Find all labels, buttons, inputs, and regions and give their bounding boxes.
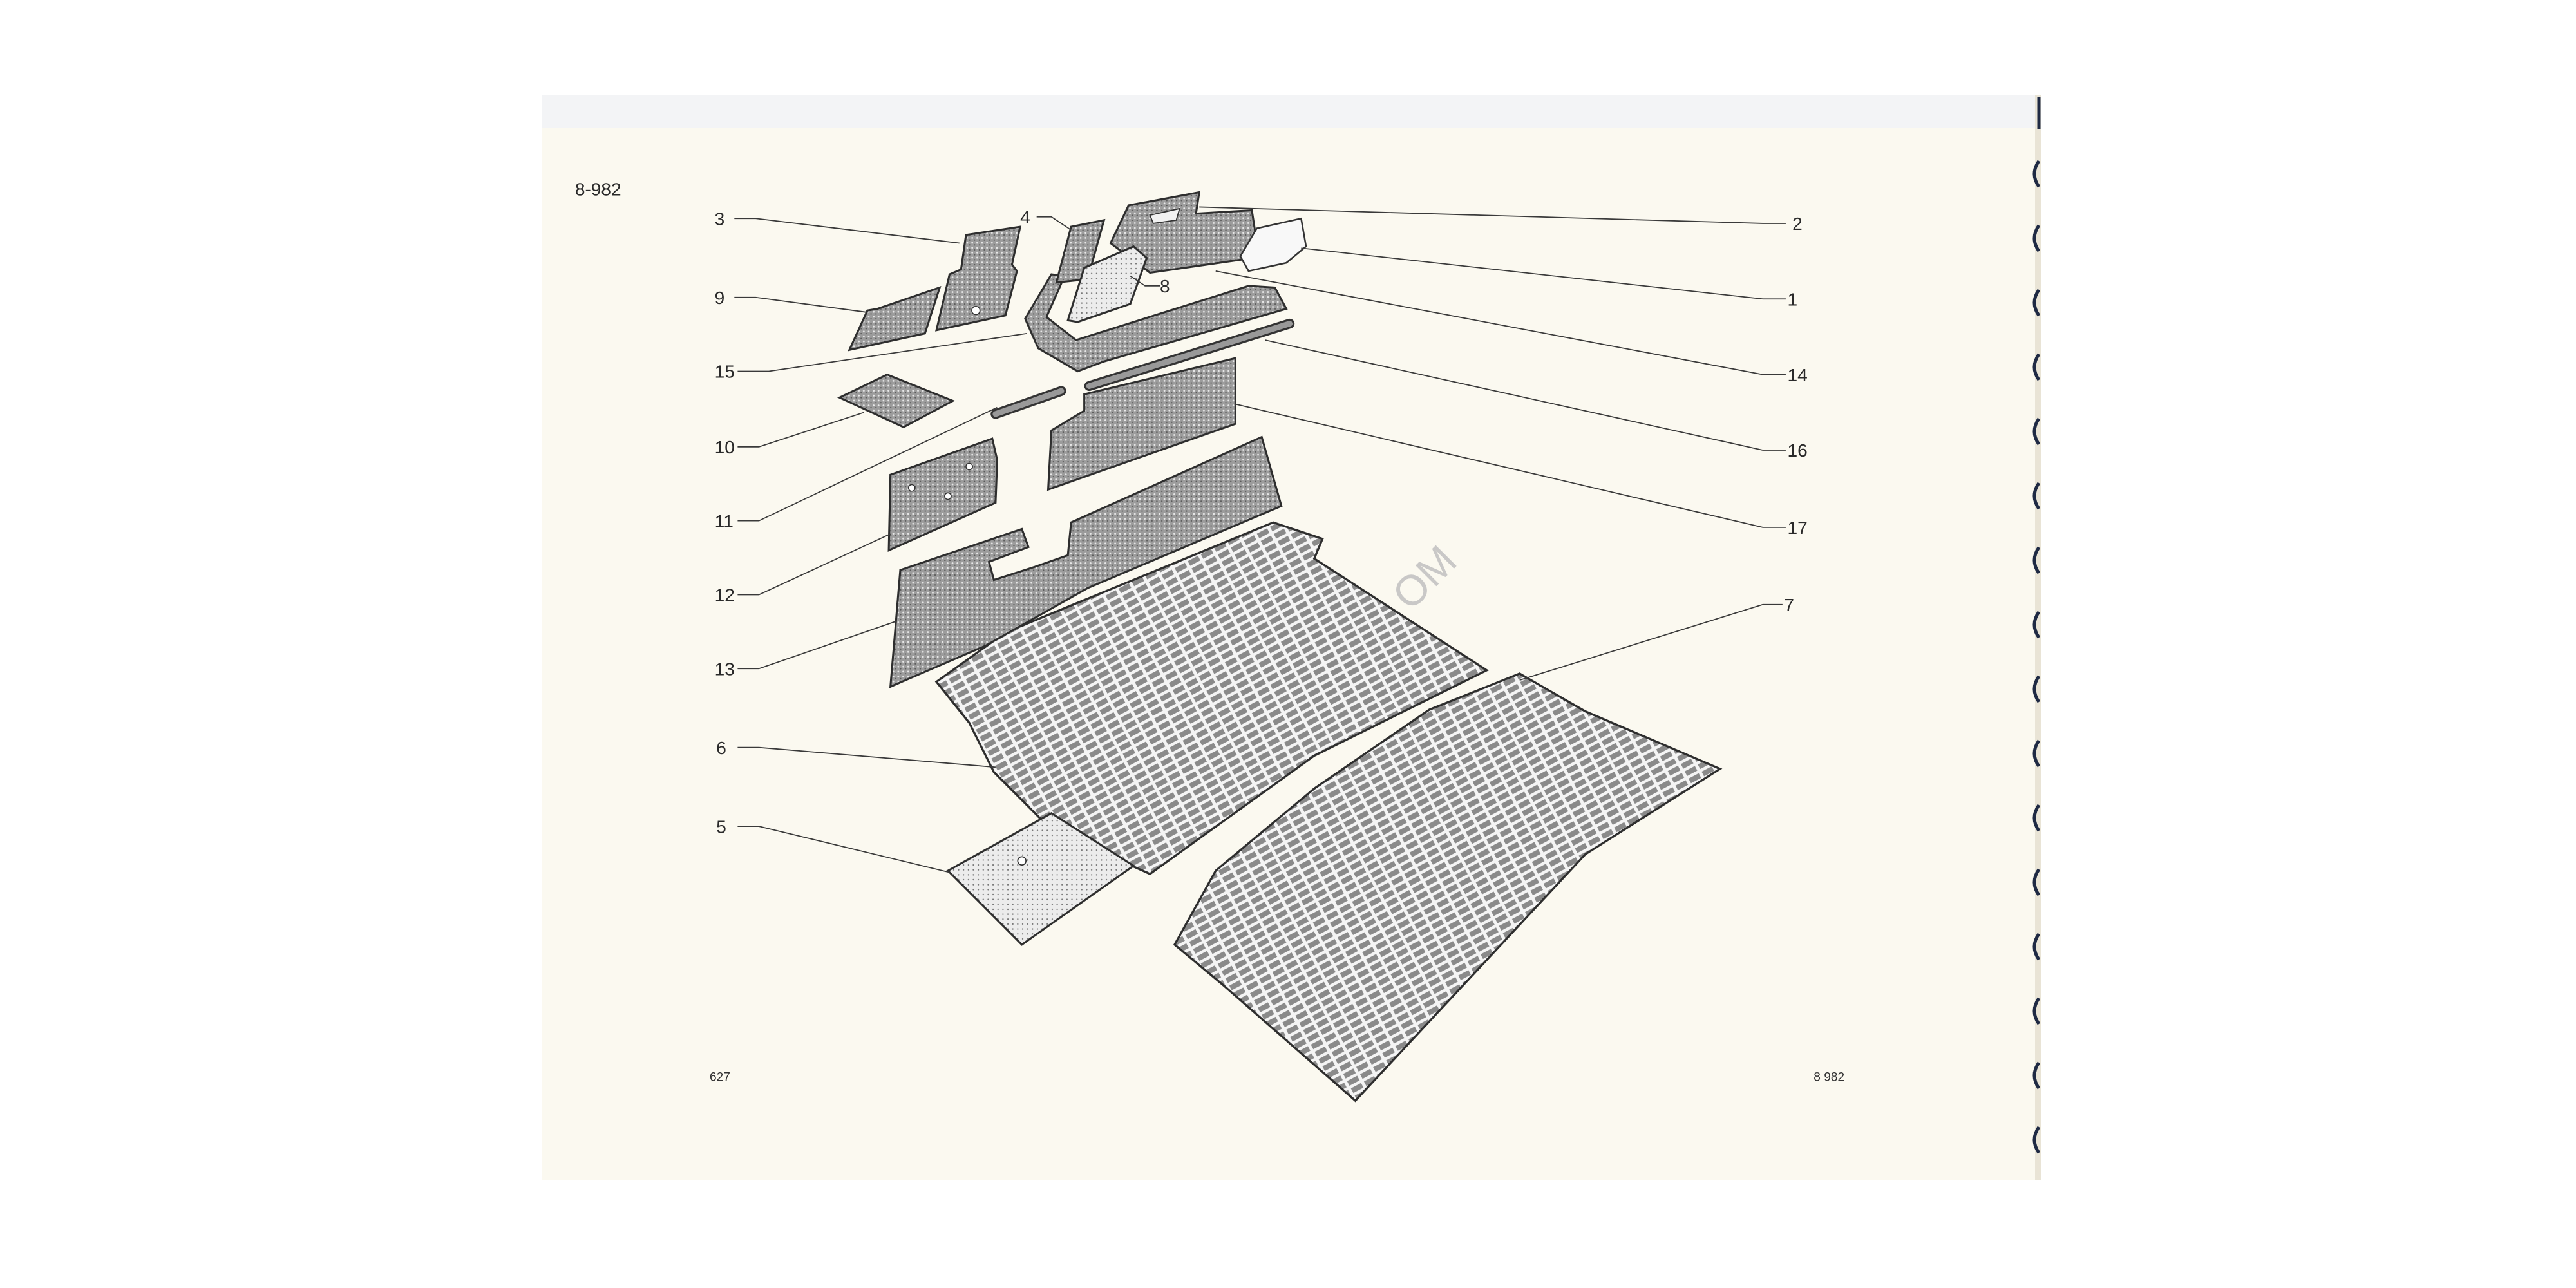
callout-14: 14	[1787, 365, 1807, 385]
part-11-rod-core	[992, 388, 1065, 417]
part-8-plate	[1066, 245, 1148, 323]
part-13-panel	[889, 435, 1283, 688]
part-16-rod-core	[1086, 321, 1293, 389]
part-2-tab	[1149, 207, 1180, 224]
callout-4: 4	[1020, 207, 1030, 227]
part-9-panel	[848, 285, 942, 352]
footer-page-number: 627	[710, 1071, 730, 1084]
part-12-hole	[944, 492, 952, 500]
part-10-pad	[837, 373, 956, 428]
page-code: 8-982	[575, 180, 621, 200]
top-scan-strip	[542, 95, 2040, 129]
part-12-hole	[965, 462, 973, 471]
callout-16: 16	[1787, 440, 1807, 460]
callout-9: 9	[715, 288, 725, 308]
leader-lines	[734, 206, 1786, 873]
callout-8: 8	[1160, 276, 1170, 296]
callout-17: 17	[1787, 518, 1807, 538]
part-5-pad	[946, 811, 1135, 946]
part-12-hole	[907, 484, 916, 492]
callout-1: 1	[1787, 289, 1797, 309]
callout-15: 15	[715, 362, 735, 382]
callout-10: 10	[715, 437, 735, 457]
part-6-front-floor-mat	[934, 521, 1490, 876]
binding-holes	[2032, 97, 2041, 1154]
part-7-rear-floor-mat	[1173, 672, 1723, 1103]
callout-6: 6	[716, 738, 726, 758]
callout-5: 5	[716, 817, 726, 837]
part-3-panel	[935, 225, 1022, 332]
callout-12: 12	[715, 585, 735, 605]
part-4-panel	[1055, 218, 1106, 284]
part-3-hole	[971, 305, 981, 316]
callout-3: 3	[715, 209, 725, 229]
callout-11: 11	[715, 511, 734, 531]
part-2-bracket	[1109, 191, 1256, 274]
part-5-hole	[1017, 856, 1027, 866]
part-1-plate	[1239, 217, 1307, 272]
callout-13: 13	[715, 659, 735, 679]
part-17-panel	[1046, 357, 1236, 491]
footer-code: 8 982	[1814, 1071, 1844, 1084]
callout-2: 2	[1792, 214, 1803, 234]
callout-7: 7	[1784, 595, 1794, 615]
